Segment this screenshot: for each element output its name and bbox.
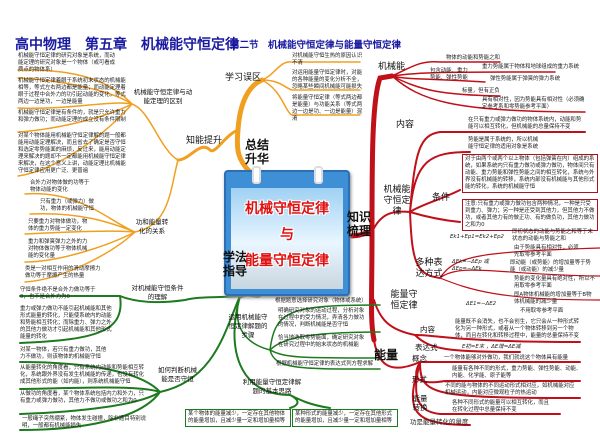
label-energy-law-content: 内容 — [420, 325, 435, 334]
page-title: 高中物理 第五章 机械能守恒定律 — [15, 37, 239, 53]
branch-knowledge — [341, 73, 395, 239]
judge-item: 从做功的角度看，某个物体系统包括内力和外力，只有重力或弹力做功，其他力不做功或做… — [20, 391, 144, 404]
center-line-3: 能量守恒定律 — [245, 253, 329, 269]
label-summary: 总结升华 — [244, 138, 269, 166]
central-topic: 机械守恒定律 与 能量守恒定律 — [224, 166, 350, 296]
condition-item: 守恒条件绝不是合外力做功等于0，也不是合外力为0 — [20, 287, 96, 300]
label-steps: 运用机械能守恒定律解题的步骤 — [228, 313, 268, 339]
branch-steps — [236, 295, 381, 370]
label-energy-law-expr: 表达式 — [415, 343, 438, 352]
formula-1: Ek1+Ep1=Ek2+Ep2 — [450, 234, 504, 240]
mech-energy-def: 物体的动能和势能之和 — [446, 55, 500, 61]
label-method: 学法指导 — [222, 250, 247, 278]
condition-box: 对于由两个或两个以上物体（包括弹簧在内）组成的系统，如果系统内只有重力做功或弹力… — [462, 154, 598, 193]
mech-energy-elastic: 弹性势能属于弹簧的弹力系统 — [490, 76, 561, 82]
energy-law-content: 能量既不会消失，也不会创生，它只会从一种形式转化为另一种形式，或者从一个物体转移… — [455, 319, 579, 339]
mech-energy-includes: 包含动能、重力势能、弹性势能 — [430, 68, 468, 81]
energy-transform: 各种不同形式的能量可以相互转化，而且在转化过程中总量保持不变 — [452, 400, 550, 413]
work-energy-item: 重力和弹簧弹力之外的力对物体做功等于物体机械能的变化量 — [28, 239, 88, 259]
label-work-energy: 功和能量转化的关系 — [135, 218, 169, 235]
step-item: 恰当地选取零势能面，确定研究对象在研究过程中的始末状态的机械能 — [278, 335, 365, 348]
energy-form: 能量有各种不同的形式，重力势能、弹性势能、动能、内能、化学能、原子能等 — [452, 366, 582, 379]
label-transform: 能量转换 — [412, 394, 428, 412]
formula-3-desc: 即A物体机械能的增加量等于B物体机械能的减少量 — [514, 292, 592, 305]
energy-idea-box: 某种形式的能量减少，一定存在其他形式的能量增加，且减少量一定和增加量相等 — [292, 409, 398, 427]
mech-energy-relative: 具有相对性，因为势能具有相对性（必须确定参考系和零势能参考平面） — [482, 97, 585, 110]
condition-note-box: 注意:只有重力或弹力做功包含两种情况，一种是只受到重力、弹力；另一种是还受到其他… — [462, 199, 598, 231]
judge-item: 一般绳子突然绷紧，物体发生碰撞，除非题目特别说明，一般都有机械能损失 — [22, 416, 146, 429]
mech-energy-gravity: 重力势能属于物体和地球组成的重力系统 — [482, 64, 580, 70]
branch-conservation — [371, 131, 586, 279]
label-content: 内容 — [396, 120, 415, 130]
difference-item: 对某个物体能用机械能守恒定律解的题一般都能用动能定理解决，而且省去了确定是否守恒… — [18, 133, 126, 174]
conservation-content: 在只有重力或弹力做功的物体系统内，动能和势能可以相互转化，但机械能的总量保持不变 — [468, 117, 582, 130]
energy-idea-box: 某个物体的能量减少，一定存在其他物体的能量增加，且减少量一定和增加量相等 — [185, 409, 291, 427]
label-condition-k: 条件 — [432, 193, 451, 203]
branch-energy-law — [373, 299, 581, 353]
difference-item: 机械能守恒定律着眼于系统初末状态的机械能相等，等式左右两边都是能量；而动能定理着… — [18, 78, 126, 105]
difference-item: 机械能守恒定律是有条件的，就是只允许重力和弹力做功；而动能定理的成立没有条件限制 — [18, 110, 126, 123]
calendar-ring-icon — [252, 166, 261, 184]
label-mistakes: 学习误区 — [225, 73, 262, 83]
center-line-1: 机械守恒定律 — [245, 201, 329, 217]
branch-work-energy — [24, 159, 179, 283]
label-conservation: 机械能守恒定律 — [383, 185, 411, 217]
energy-form: 不同的能与物体的不同运动形式相对应，如机械能对应机械运动，内能对应微观粒子的热运… — [445, 383, 575, 396]
conservation-content: 势能是属于系统的，所以机械能守恒定律的适用对象是系统 — [468, 137, 539, 150]
judge-item: 从能量转化的角度看，只有系统内动能和势能相互转化，系统跟外界没有发生机械能的传递… — [20, 365, 144, 385]
judge-item: 对某一物体，若只有重力做功，其他力不做功，则该物体的机械能守恒 — [20, 347, 107, 360]
work-energy-item: 类是一对相互作用的滑动摩擦力做功等于摩擦产生的热量 — [25, 266, 101, 279]
formula-3-note: 不用取零参考平面 — [520, 308, 564, 314]
formula-2: ΔEk=−ΔEp 或 ΔEp=−ΔEk — [452, 259, 489, 272]
branch-difference — [17, 69, 179, 177]
work-energy-item: 合外力对物体做的功等于物体动能的变化 — [30, 180, 90, 193]
branch-condition — [19, 295, 241, 344]
work-energy-item: 只有重力（或弹力）做功，物体的机械能守恒 — [40, 199, 94, 212]
label-judge: 如何判断机械能是否守恒 — [158, 366, 197, 383]
label-difference: 机械能守恒定律与动能定理的区别 — [133, 88, 193, 105]
calendar-ring-icon — [314, 166, 323, 184]
formula-1-desc: 即初状态的动能与势能之和等于末状态的动能与势能之和 — [512, 229, 593, 242]
step-item: 根据题意选择研究对象（物体或系统） — [275, 298, 367, 304]
label-energy-law: 能量守恒定律 — [390, 290, 418, 311]
label-energy-idea: 利用能量守恒定律解题的基本思路 — [242, 378, 302, 395]
step-item: 明确研究对象的运动过程，分析对象在过程中的受力情况，弄清各力做功的情况，判断机械… — [278, 308, 365, 328]
branch-judge — [19, 295, 241, 431]
label-concept: 概念 — [412, 354, 427, 363]
formula-3: ΔE1=−ΔE2 — [466, 301, 497, 307]
condition-item: 重力或弹力做功不能引起机械能和其他形式能量的转化，只能使系统内的动能和势能相互转… — [20, 306, 112, 340]
energy-measure: 功是能量转化的量度 — [410, 418, 469, 426]
center-line-2: 与 — [280, 227, 294, 243]
label-expressions: 多种表达方式 — [415, 258, 443, 279]
branch-mistakes — [261, 61, 361, 116]
label-energy: 能量 — [374, 348, 399, 362]
formula-1-note: 由于势能具有相对性，必须先取零参考平面 — [514, 245, 579, 258]
label-condition: 对机械能守恒条件的理解 — [131, 284, 184, 301]
label-knowledge: 知识梳理 — [346, 210, 371, 238]
mech-energy-scalar: 标量，但有正负 — [462, 88, 500, 94]
difference-item: 机械能守恒定律的研究对象是系统，而动能定理的研究对象是一个物体（或可看成质点的物… — [18, 53, 116, 73]
branch-improve — [176, 128, 240, 162]
branch-mech-energy — [391, 60, 586, 113]
step-item: 根据机械能守恒定律的表达式列方程求解 — [276, 361, 374, 367]
mistake-item: 对运用能量守恒定律时，对能的各种能量的变化分析不全，忽略某些瞬间机械能可能损失 — [292, 70, 363, 90]
branch-energy-idea — [233, 295, 331, 409]
page-subtitle: 第二节 机械能守恒定律与能量守恒定律 — [230, 40, 402, 51]
work-energy-item: 只要重力对物体做功，物体的重力势能一定变化 — [28, 219, 88, 232]
branch-energy — [373, 339, 581, 426]
mistake-item: 对机械能守恒生热的原因认识不清 — [292, 53, 363, 66]
energy-concept: 一个物体能够对外做功，我们就说这个物体具有能量 — [444, 355, 568, 361]
label-improve: 知能提升 — [186, 136, 223, 146]
formula-2-note: 势能的变化量具有绝对性，所以不用取零参考平面 — [514, 276, 595, 289]
energy-law-expr: E初=E末 ，ΔE增=ΔE减 — [462, 344, 521, 350]
label-forms: 形式 — [412, 375, 427, 384]
formula-2-desc: 即动能（或势能）的增加量等于势能（或动能）的减少量 — [510, 260, 591, 273]
label-mech-energy: 机械能 — [378, 62, 406, 72]
mistake-item: 将能量守恒定律（等式两边都是能量）与功能关系（等式两边一边是功、一边是能量）混淆 — [292, 95, 363, 122]
